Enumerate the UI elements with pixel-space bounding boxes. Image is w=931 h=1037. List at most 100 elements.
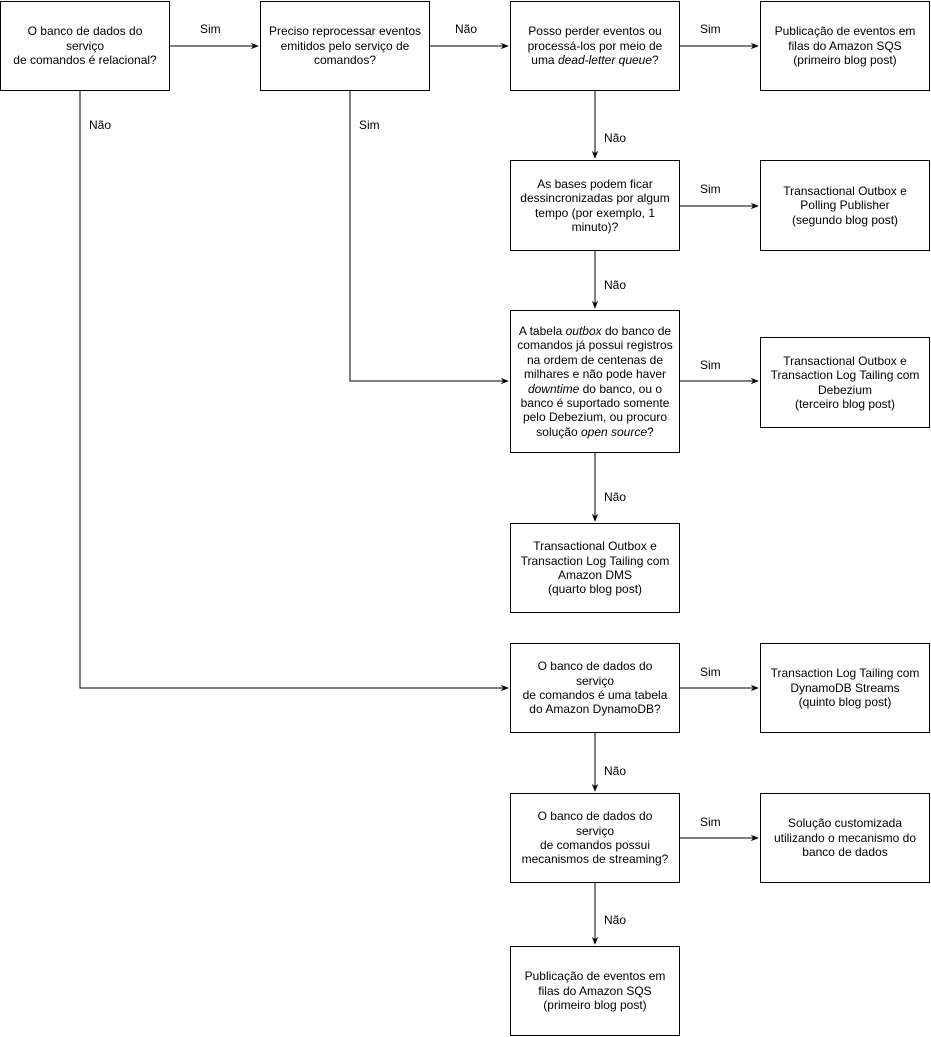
- text-run: do banco, ou o: [579, 381, 663, 396]
- text-run: O banco de dados do serviço: [537, 659, 653, 688]
- text-run: utilizando o mecanismo do: [773, 830, 917, 845]
- text-run: mecanismos de streaming?: [521, 852, 669, 867]
- text-run: As bases podem ficar: [537, 176, 653, 191]
- edge-label-nao: Não: [604, 913, 627, 927]
- text-run: Preciso reprocessar eventos: [268, 24, 422, 39]
- text-run: tempo (por exemplo, 1: [534, 205, 656, 220]
- italic-term: dead-letter queue: [557, 53, 653, 68]
- edge-label-nao: Não: [604, 764, 627, 778]
- text-run: Posso perder eventos ou: [528, 24, 662, 39]
- text-run: banco é suportado somente: [520, 395, 670, 410]
- text-run: Debezium: [817, 382, 873, 397]
- edge-label-sim: Sim: [700, 22, 721, 36]
- italic-term: downtime: [527, 381, 580, 396]
- italic-term: outbox: [565, 323, 602, 338]
- edge-label-sim: Sim: [700, 815, 721, 829]
- text-run: Publicação de eventos em: [524, 969, 666, 984]
- text-run: do Amazon DynamoDB?: [529, 702, 661, 717]
- text-run: O banco de dados do serviço: [27, 24, 143, 53]
- text-run: comandos já possui registros: [517, 338, 673, 353]
- text-run: (terceiro blog post): [794, 396, 896, 411]
- edge-label-nao: Não: [455, 22, 478, 36]
- edge-label-sim: Sim: [359, 118, 380, 132]
- text-run: uma: [531, 53, 558, 68]
- text-run: solução: [536, 424, 581, 439]
- text-run: Transactional Outbox e: [783, 183, 907, 198]
- text-run: banco de dados: [802, 845, 888, 860]
- text-run: A tabela: [518, 323, 566, 338]
- edge-label-sim: Sim: [700, 665, 721, 679]
- text-run: ?: [652, 53, 659, 68]
- text-run: filas do Amazon SQS: [788, 38, 902, 53]
- text-run: pelo Debezium, ou procuro: [522, 410, 668, 425]
- edge-label-nao: Não: [89, 118, 112, 132]
- text-run: DynamoDB Streams: [790, 680, 900, 695]
- edge-label-nao: Não: [604, 490, 627, 504]
- text-run: de comandos é relacional?: [13, 53, 157, 68]
- text-run: do banco de: [601, 323, 672, 338]
- text-run: emitidos pelo serviço de: [280, 38, 410, 53]
- edge-label-sim: Sim: [700, 182, 721, 196]
- text-run: (segundo blog post): [791, 212, 899, 227]
- italic-term: open source: [580, 424, 648, 439]
- text-run: Polling Publisher: [800, 198, 890, 213]
- text-run: Amazon DMS: [557, 568, 633, 582]
- text-run: Transaction Log Tailing com: [770, 666, 920, 681]
- edge-label-nao: Não: [604, 131, 627, 145]
- text-run: Transaction Log Tailing com: [770, 368, 920, 383]
- text-run: O banco de dados do serviço: [537, 809, 653, 838]
- text-run: (primeiro blog post): [543, 998, 647, 1013]
- text-run: (quarto blog post): [547, 582, 643, 597]
- text-run: minuto)?: [571, 219, 619, 234]
- text-run: processá-los por meio de: [527, 38, 663, 53]
- text-run: Transaction Log Tailing com: [520, 553, 670, 568]
- text-run: de comandos possui: [539, 838, 651, 852]
- text-run: comandos?: [313, 53, 377, 68]
- text-run: de comandos é uma tabela: [522, 688, 668, 702]
- edge-relational-to-dynamodb: [79, 91, 509, 692]
- edge-reprocess-to-outbox: [349, 91, 509, 385]
- text-run: milhares e não pode haver: [523, 367, 667, 382]
- text-run: ?: [647, 424, 654, 439]
- text-run: (quinto blog post): [798, 695, 892, 710]
- text-run: dessincronizadas por algum: [520, 191, 670, 206]
- text-run: (primeiro blog post): [793, 53, 897, 68]
- edge-label-sim: Sim: [200, 22, 221, 36]
- text-run: Transactional Outbox e: [783, 353, 907, 368]
- edge-label-nao: Não: [604, 278, 627, 292]
- text-run: Publicação de eventos em: [774, 24, 916, 39]
- edge-label-sim: Sim: [700, 358, 721, 372]
- text-run: Solução customizada: [787, 816, 903, 831]
- text-run: filas do Amazon SQS: [538, 983, 652, 998]
